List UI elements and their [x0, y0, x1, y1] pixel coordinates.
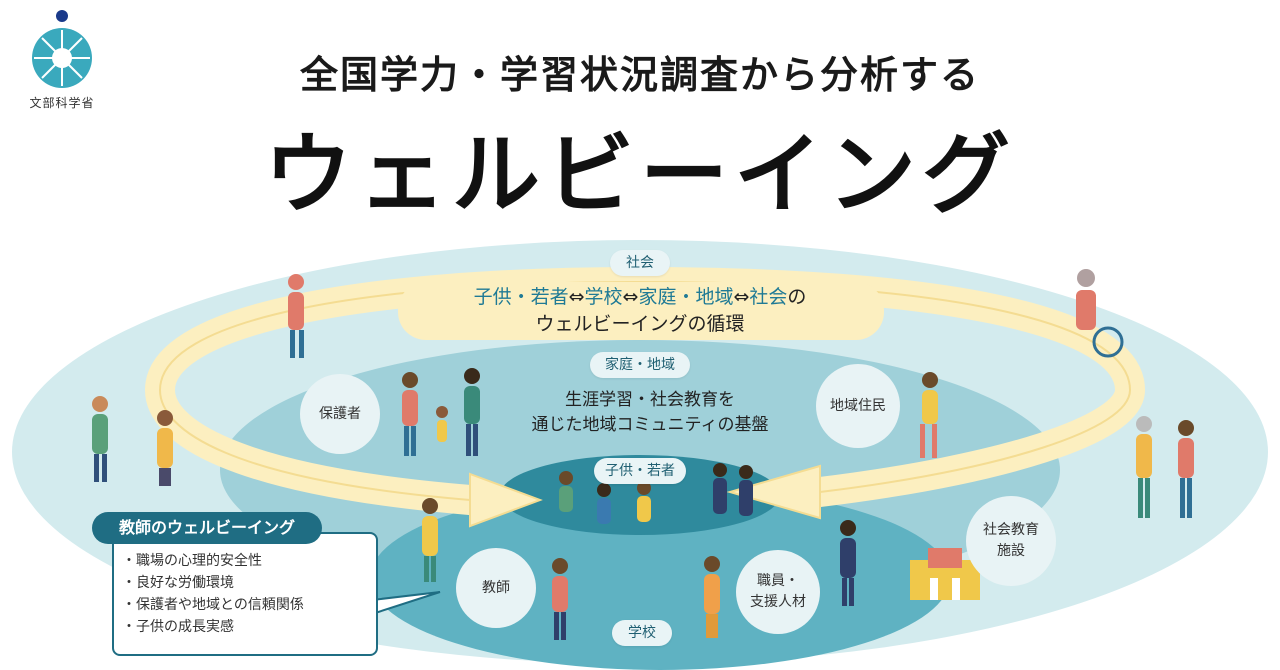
cycle-society: 社会: [749, 286, 788, 308]
facility-text-1: 社会教育: [983, 522, 1039, 538]
left-arrow-head: [469, 472, 543, 528]
list-item: 子供の成長実感: [122, 616, 372, 638]
label-society: 社会: [610, 250, 670, 276]
label-resident: 地域住民: [816, 364, 900, 448]
cycle-description: 子供・若者⇔学校⇔家庭・地域⇔社会の ウェルビーイングの循環: [400, 284, 880, 338]
cycle-children: 子供・若者: [473, 286, 569, 308]
facility-text-2: 施設: [997, 543, 1025, 559]
label-children: 子供・若者: [594, 458, 686, 484]
community-base-text: 生涯学習・社会教育を 通じた地域コミュニティの基盤: [520, 388, 780, 438]
guardian-text: 保護者: [319, 405, 361, 422]
label-teacher: 教師: [456, 548, 536, 628]
label-school: 学校: [612, 620, 672, 646]
cycle-sep-2: ⇔: [622, 286, 639, 308]
cycle-sep-3: ⇔: [733, 286, 750, 308]
label-family-region: 家庭・地域: [590, 352, 690, 378]
cycle-line-2: ウェルビーイングの循環: [535, 313, 745, 335]
list-item: 良好な労働環境: [122, 572, 372, 594]
base-line-1: 生涯学習・社会教育を: [565, 390, 735, 410]
base-line-2: 通じた地域コミュニティの基盤: [531, 415, 769, 435]
cycle-banner: [398, 282, 884, 340]
list-item: 職場の心理的安全性: [122, 550, 372, 572]
mext-logo: [32, 10, 92, 88]
cycle-no: の: [787, 286, 807, 308]
right-arrow-head: [726, 464, 821, 520]
cycle-family: 家庭・地域: [638, 286, 734, 308]
facility-building: [910, 548, 980, 600]
cycle-sep-1: ⇔: [568, 286, 585, 308]
teacher-text: 教師: [482, 579, 510, 596]
page-title: ウェルビーイング: [263, 123, 1016, 226]
people-figures: [92, 269, 1194, 640]
cycle-school: 学校: [584, 286, 623, 308]
label-facility: 社会教育 施設: [966, 496, 1056, 586]
resident-text: 地域住民: [830, 397, 886, 414]
logo-text: 文部科学省: [29, 96, 95, 110]
label-guardian: 保護者: [300, 374, 380, 454]
label-staff: 職員・ 支援人材: [736, 550, 820, 634]
staff-text-1: 職員・: [757, 573, 799, 589]
list-item: 保護者や地域との信頼関係: [122, 594, 372, 616]
teacher-wellbeing-heading: 教師のウェルビーイング: [92, 512, 322, 544]
teacher-wellbeing-list: 職場の心理的安全性 良好な労働環境 保護者や地域との信頼関係 子供の成長実感: [122, 550, 372, 638]
page-subtitle: 全国学力・学習状況調査から分析する: [299, 53, 980, 97]
staff-text-2: 支援人材: [750, 594, 806, 610]
